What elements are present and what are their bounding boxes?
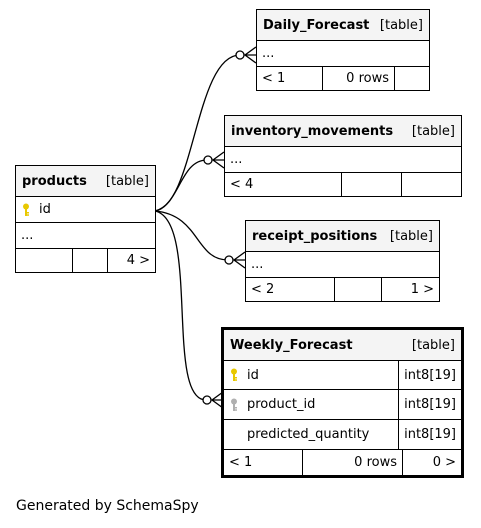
column-label: id xyxy=(39,202,51,217)
parents-count: 0 > xyxy=(402,450,461,475)
edge-products-weekly-forecast xyxy=(154,210,207,401)
row-count xyxy=(341,173,401,196)
table-receipt-positions[interactable]: receipt_positions [table] ... < 2 1 > xyxy=(245,220,440,302)
table-header: products [table] xyxy=(16,166,155,196)
edge-crowfoot xyxy=(243,46,257,64)
primary-key-icon xyxy=(229,368,239,382)
table-footer: 4 > xyxy=(16,248,155,272)
column-row: ... xyxy=(246,251,439,277)
edge-products-inventory-movements xyxy=(154,159,208,212)
generated-by-footer: Generated by SchemaSpy xyxy=(16,498,199,514)
table-header: Daily_Forecast [table] xyxy=(257,10,429,40)
table-name: inventory_movements xyxy=(231,123,394,139)
table-footer: < 2 1 > xyxy=(246,277,439,301)
column-label: id xyxy=(247,367,259,383)
column-row: id xyxy=(16,196,155,222)
edge-end-circle xyxy=(235,50,245,60)
column-type: int8[19] xyxy=(398,390,461,419)
edge-end-circle xyxy=(202,395,212,405)
children-count: < 1 xyxy=(229,455,253,470)
column-name: ... xyxy=(251,257,264,272)
column-row: predicted_quantity int8[19] xyxy=(224,419,461,449)
row-count: 0 rows xyxy=(322,67,394,90)
children-count: < 1 xyxy=(262,71,286,86)
children-count: < 2 xyxy=(251,282,275,297)
edge-crowfoot xyxy=(211,151,225,169)
column-name: ... xyxy=(21,228,34,243)
parents-count xyxy=(401,173,461,196)
row-count: 0 rows xyxy=(302,450,402,475)
table-inventory-movements[interactable]: inventory_movements [table] ... < 4 xyxy=(224,115,462,197)
column-name: id xyxy=(16,197,56,222)
column-type: int8[19] xyxy=(398,361,461,389)
table-name: Daily_Forecast xyxy=(263,17,370,33)
table-header: Weekly_Forecast [table] xyxy=(224,330,461,360)
table-name: Weekly_Forecast xyxy=(230,337,353,353)
table-footer: < 1 0 rows xyxy=(257,66,429,90)
edge-products-receipt-positions xyxy=(154,210,229,261)
row-count xyxy=(334,278,381,301)
parents-count: 1 > xyxy=(381,278,439,301)
table-kind: [table] xyxy=(379,17,423,33)
column-name: predicted_quantity xyxy=(247,427,370,442)
table-header: receipt_positions [table] xyxy=(246,221,439,251)
table-name: receipt_positions xyxy=(252,228,378,244)
column-name: ... xyxy=(262,46,275,61)
edge-end-circle xyxy=(203,155,213,165)
table-kind: [table] xyxy=(411,123,455,139)
column-row: ... xyxy=(225,146,461,172)
column-row: id int8[19] xyxy=(224,360,461,389)
table-kind: [table] xyxy=(105,173,149,189)
parents-count: 4 > xyxy=(107,249,155,272)
edge-end-circle xyxy=(224,255,234,265)
column-row: ... xyxy=(257,40,429,66)
column-type: int8[19] xyxy=(398,420,461,449)
children-count xyxy=(16,249,72,272)
table-footer: < 1 0 rows 0 > xyxy=(224,449,461,475)
foreign-key-icon xyxy=(229,398,239,412)
table-weekly-forecast[interactable]: Weekly_Forecast [table] id int8[19] prod… xyxy=(221,327,464,478)
table-daily-forecast[interactable]: Daily_Forecast [table] ... < 1 0 rows xyxy=(256,9,430,91)
edge-crowfoot xyxy=(232,251,246,269)
column-row: product_id int8[19] xyxy=(224,389,461,419)
table-products[interactable]: products [table] id ... 4 > xyxy=(15,165,156,273)
row-count xyxy=(72,249,107,272)
children-count: < 4 xyxy=(230,177,254,192)
table-kind: [table] xyxy=(411,337,455,353)
column-name: id xyxy=(224,361,398,389)
table-name: products xyxy=(22,173,87,189)
table-footer: < 4 xyxy=(225,172,461,196)
table-kind: [table] xyxy=(389,228,433,244)
table-header: inventory_movements [table] xyxy=(225,116,461,146)
primary-key-icon xyxy=(21,203,31,217)
column-label: product_id xyxy=(247,397,316,412)
parents-count xyxy=(394,67,429,90)
column-name: ... xyxy=(230,152,243,167)
column-name: product_id xyxy=(224,390,398,419)
column-row: ... xyxy=(16,222,155,248)
